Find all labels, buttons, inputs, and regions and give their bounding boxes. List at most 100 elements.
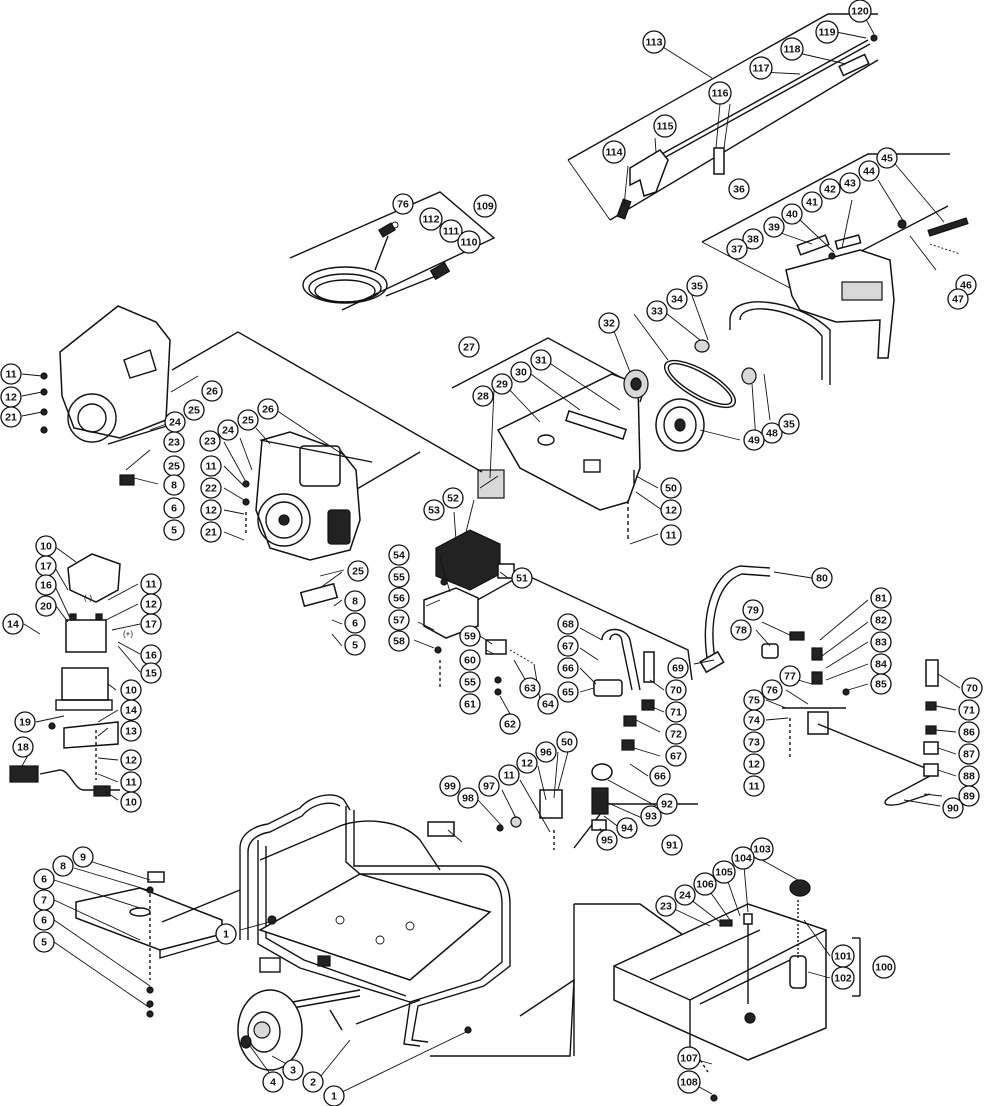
negative-mark: (-) xyxy=(84,594,92,603)
guard-clip xyxy=(834,234,862,250)
callout-label: 57 xyxy=(393,615,405,627)
guard-frame-tube xyxy=(729,301,831,385)
battery xyxy=(65,619,107,653)
callout-40: 40 xyxy=(781,203,803,225)
callout-76: 76 xyxy=(761,679,783,701)
callout-32: 32 xyxy=(598,312,620,334)
engine-alt xyxy=(59,305,171,439)
callout-label: 25 xyxy=(352,566,364,578)
callout-label: 10 xyxy=(125,797,137,809)
callout-6: 6 xyxy=(33,868,55,890)
callout-42: 42 xyxy=(819,178,841,200)
callout-110: 110 xyxy=(457,230,481,254)
callout-label: 93 xyxy=(645,811,657,823)
callout-35: 35 xyxy=(778,413,800,435)
callout-label: 59 xyxy=(464,631,476,643)
callout-50: 50 xyxy=(556,731,578,753)
callout-label: 12 xyxy=(521,758,533,770)
spray-wand-group xyxy=(567,11,879,221)
battery-cover xyxy=(67,553,121,603)
nozzle-set xyxy=(838,53,870,77)
callout-label: 66 xyxy=(562,663,574,675)
callout-label: 66 xyxy=(654,771,666,783)
callout-68: 68 xyxy=(557,613,579,635)
callout-label: 12 xyxy=(5,392,17,404)
callout-112: 112 xyxy=(419,207,443,231)
callout-label: 16 xyxy=(145,650,157,662)
callout-99: 99 xyxy=(439,775,461,797)
callout-57: 57 xyxy=(388,609,410,631)
float-cap xyxy=(591,763,613,781)
callout-12: 12 xyxy=(516,752,538,774)
callout-52: 52 xyxy=(442,487,464,509)
callout-58: 58 xyxy=(388,630,410,652)
callout-label: 29 xyxy=(496,379,508,391)
callout-label: 10 xyxy=(125,685,137,697)
guard-bracket xyxy=(796,234,830,256)
plate-bracket xyxy=(147,871,165,883)
callout-78: 78 xyxy=(730,619,752,641)
callout-5: 5 xyxy=(344,634,366,656)
callout-107: 107 xyxy=(677,1046,701,1070)
callout-label: 40 xyxy=(786,209,798,221)
callout-label: 116 xyxy=(712,88,729,100)
battery-box xyxy=(61,667,109,701)
callout-label: 67 xyxy=(670,751,682,763)
callout-38: 38 xyxy=(742,228,764,250)
callout-18: 18 xyxy=(12,736,34,758)
callout-label: 74 xyxy=(748,715,760,727)
fuel-tank-group xyxy=(573,879,861,1102)
callout-label: 16 xyxy=(40,580,52,592)
callout-119: 119 xyxy=(815,20,839,44)
callout-24: 24 xyxy=(674,884,696,906)
callout-5: 5 xyxy=(163,519,185,541)
battery-clamp xyxy=(9,765,39,783)
callout-1: 1 xyxy=(215,923,237,945)
callout-label: 115 xyxy=(657,121,674,133)
callout-label: 76 xyxy=(766,685,778,697)
callout-label: 111 xyxy=(443,226,460,238)
callout-label: 14 xyxy=(125,705,137,717)
inlet-hose xyxy=(601,628,641,691)
callout-label: 13 xyxy=(125,726,137,738)
callout-label: 105 xyxy=(715,867,733,879)
callout-label: 24 xyxy=(169,417,181,429)
callout-50: 50 xyxy=(660,477,682,499)
callout-label: 71 xyxy=(670,707,682,719)
callout-87: 87 xyxy=(958,743,980,765)
callout-28: 28 xyxy=(472,385,494,407)
callout-8: 8 xyxy=(52,855,74,877)
callout-25: 25 xyxy=(347,560,369,582)
callout-14: 14 xyxy=(120,699,142,721)
callout-12: 12 xyxy=(140,593,162,615)
pump-mount-plate xyxy=(496,373,641,511)
callout-10: 10 xyxy=(35,535,57,557)
callout-label: 42 xyxy=(824,184,836,196)
callout-label: 58 xyxy=(393,636,405,648)
callout-94: 94 xyxy=(616,817,638,839)
callout-63: 63 xyxy=(519,677,541,699)
callout-label: 94 xyxy=(621,823,633,835)
callout-label: 25 xyxy=(242,415,254,427)
callout-label: 77 xyxy=(784,671,796,683)
float-bracket xyxy=(539,789,563,819)
callout-label: 83 xyxy=(875,637,887,649)
callout-115: 115 xyxy=(653,114,677,138)
callout-label: 67 xyxy=(562,641,574,653)
callout-61: 61 xyxy=(459,693,481,715)
callout-label: 55 xyxy=(464,677,476,689)
callout-label: 112 xyxy=(423,214,440,226)
callout-label: 17 xyxy=(145,619,157,631)
callout-label: 52 xyxy=(447,493,459,505)
callout-71: 71 xyxy=(958,699,980,721)
callout-55: 55 xyxy=(388,566,410,588)
callout-label: 26 xyxy=(262,404,274,416)
callout-label: 60 xyxy=(464,655,476,667)
callout-label: 11 xyxy=(503,770,514,782)
callout-label: 9 xyxy=(80,852,86,864)
callout-label: 71 xyxy=(963,705,975,717)
callout-label: 44 xyxy=(863,166,875,178)
